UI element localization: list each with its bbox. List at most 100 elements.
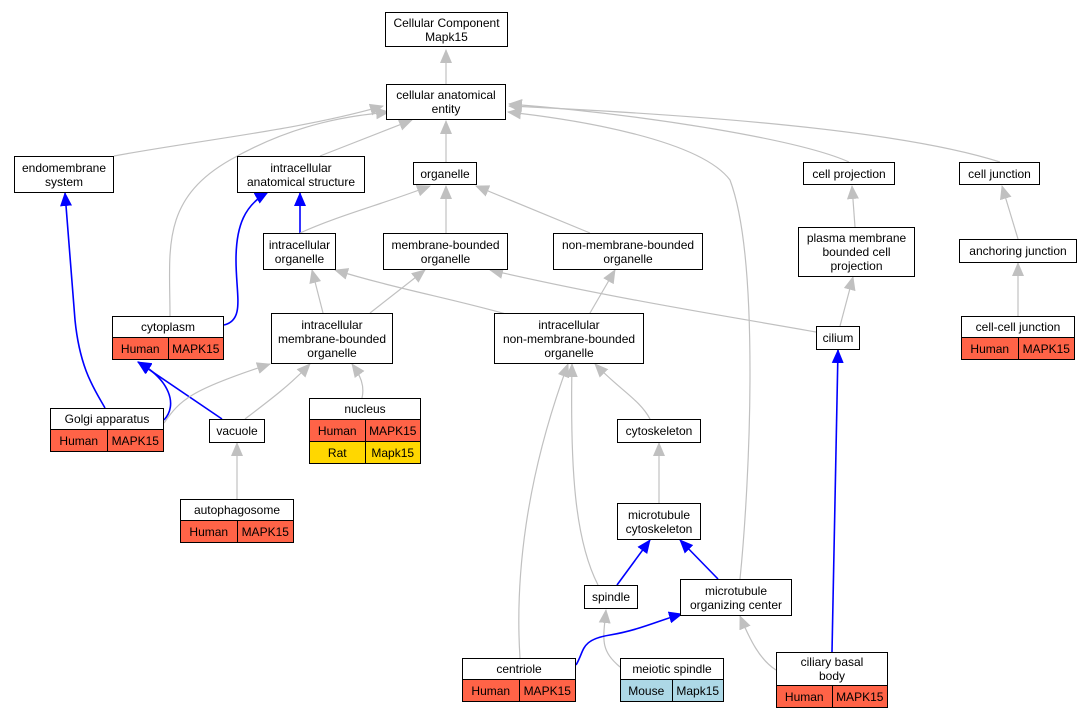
- annotation-row: Human MAPK15: [181, 520, 293, 542]
- node-mtoc[interactable]: microtubule organizing center: [680, 579, 792, 616]
- edge-cytoplasm-ias: [223, 191, 269, 326]
- edge-celljunc-cae: [508, 100, 1001, 163]
- edge-endomembrane-cae: [113, 103, 384, 157]
- node-label: cell-cell junction: [975, 320, 1061, 334]
- node-anchjunc[interactable]: anchoring junction: [959, 239, 1077, 263]
- node-label: meiotic spindle: [632, 662, 712, 676]
- node-label: non-membrane-bounded organelle: [561, 237, 695, 266]
- node-label: intracellular membrane-bounded organelle: [277, 317, 387, 360]
- node-root[interactable]: Cellular Component Mapk15: [385, 12, 508, 47]
- edge-cellproj-cae: [508, 99, 850, 163]
- node-label: cilium: [822, 331, 854, 345]
- annotation-row: Mouse Mapk15: [621, 679, 723, 701]
- species-cell: Human: [471, 683, 511, 698]
- node-label: spindle: [591, 590, 631, 604]
- gene-cell: MAPK15: [236, 521, 294, 542]
- node-cytoskel[interactable]: cytoskeleton: [617, 419, 701, 443]
- species-cell: Rat: [327, 445, 347, 460]
- node-label: autophagosome: [193, 503, 281, 517]
- node-pmbcp[interactable]: plasma membrane bounded cell projection: [798, 227, 915, 277]
- node-cellproj[interactable]: cell projection: [803, 162, 895, 185]
- node-cae[interactable]: cellular anatomical entity: [386, 84, 506, 120]
- node-spindle[interactable]: spindle: [584, 585, 638, 609]
- edge-inmbo-nmbo: [589, 269, 616, 314]
- node-label: intracellular organelle: [268, 237, 331, 266]
- edge-cilium-nmbo: [489, 267, 817, 333]
- edge-golgi-imbo: [163, 362, 271, 424]
- node-label: cytoplasm: [140, 320, 196, 334]
- node-label: Golgi apparatus: [64, 412, 150, 426]
- node-endomembrane[interactable]: endomembrane system: [14, 156, 114, 193]
- node-label: nucleus: [344, 402, 386, 416]
- node-intorg[interactable]: intracellular organelle: [263, 233, 336, 270]
- edge-meiotic-spindle: [598, 609, 621, 668]
- edge-nucleus-imbo: [351, 363, 365, 399]
- species-cell: Mouse: [628, 683, 665, 698]
- edge-mtoc-mtcyto: [679, 539, 719, 580]
- node-label: intracellular anatomical structure: [246, 160, 356, 189]
- species-cell: Human: [784, 689, 824, 704]
- species-cell: Human: [189, 524, 229, 539]
- edge-nmbo-organelle: [475, 185, 591, 234]
- node-label: microtubule organizing center: [689, 583, 783, 612]
- edge-pmbcp-cellproj: [846, 185, 859, 228]
- node-organelle[interactable]: organelle: [413, 162, 477, 185]
- gene-cell: MAPK15: [106, 430, 164, 451]
- node-ias[interactable]: intracellular anatomical structure: [237, 156, 365, 193]
- edge-imbo-mbo: [369, 269, 426, 314]
- node-inmbo[interactable]: intracellular non-membrane-bounded organ…: [494, 313, 644, 364]
- edge-mtoc-cae: [507, 107, 751, 580]
- node-vacuole[interactable]: vacuole: [209, 419, 265, 443]
- node-label: endomembrane system: [21, 160, 107, 189]
- annotation-row: Human MAPK15: [463, 679, 575, 701]
- node-celljunc[interactable]: cell junction: [959, 162, 1040, 185]
- edge-cbb-cilium: [831, 349, 844, 653]
- node-mbo[interactable]: membrane-bounded organelle: [383, 233, 508, 270]
- species-cell: Human: [59, 433, 99, 448]
- node-mtcyto[interactable]: microtubule cytoskeleton: [617, 503, 701, 540]
- node-label: cell projection: [812, 166, 886, 181]
- gene-cell: MAPK15: [167, 338, 224, 359]
- edge-cytoskel-inmbo: [594, 363, 651, 420]
- edge-golgi-endomembrane: [60, 192, 106, 409]
- node-nmbo[interactable]: non-membrane-bounded organelle: [553, 233, 703, 270]
- node-label: organelle: [420, 166, 470, 181]
- node-label: cytoskeleton: [625, 424, 693, 438]
- node-label: plasma membrane bounded cell projection: [806, 231, 907, 273]
- gene-cell: MAPK15: [831, 686, 888, 707]
- node-label: microtubule cytoskeleton: [625, 507, 693, 536]
- annotation-row: Human MAPK15: [51, 429, 163, 451]
- node-label: intracellular non-membrane-bounded organ…: [502, 317, 636, 360]
- edge-spindle-mtcyto: [616, 539, 651, 586]
- edge-centriole-inmbo: [518, 363, 570, 659]
- gene-cell: MAPK15: [518, 680, 576, 701]
- node-imbo[interactable]: intracellular membrane-bounded organelle: [271, 313, 393, 364]
- node-label: vacuole: [216, 424, 258, 438]
- node-label: centriole: [496, 662, 542, 676]
- species-cell: Human: [970, 341, 1010, 356]
- edge-anchjunc-celljunc: [1000, 185, 1019, 240]
- edge-cilium-pmbcp: [839, 276, 856, 327]
- edge-centriole-mtoc: [575, 611, 683, 666]
- edge-spindle-inmbo: [565, 363, 599, 586]
- gene-cell: Mapk15: [671, 680, 724, 701]
- node-cilium[interactable]: cilium: [816, 326, 860, 350]
- edge-cbb-mtoc: [739, 615, 777, 671]
- node-label: anchoring junction: [969, 244, 1067, 258]
- annotation-row: Human MAPK15: [777, 685, 887, 707]
- species-cell: Human: [317, 423, 357, 438]
- edge-inmbo-intorg: [334, 268, 521, 319]
- edge-imbo-intorg: [309, 269, 324, 314]
